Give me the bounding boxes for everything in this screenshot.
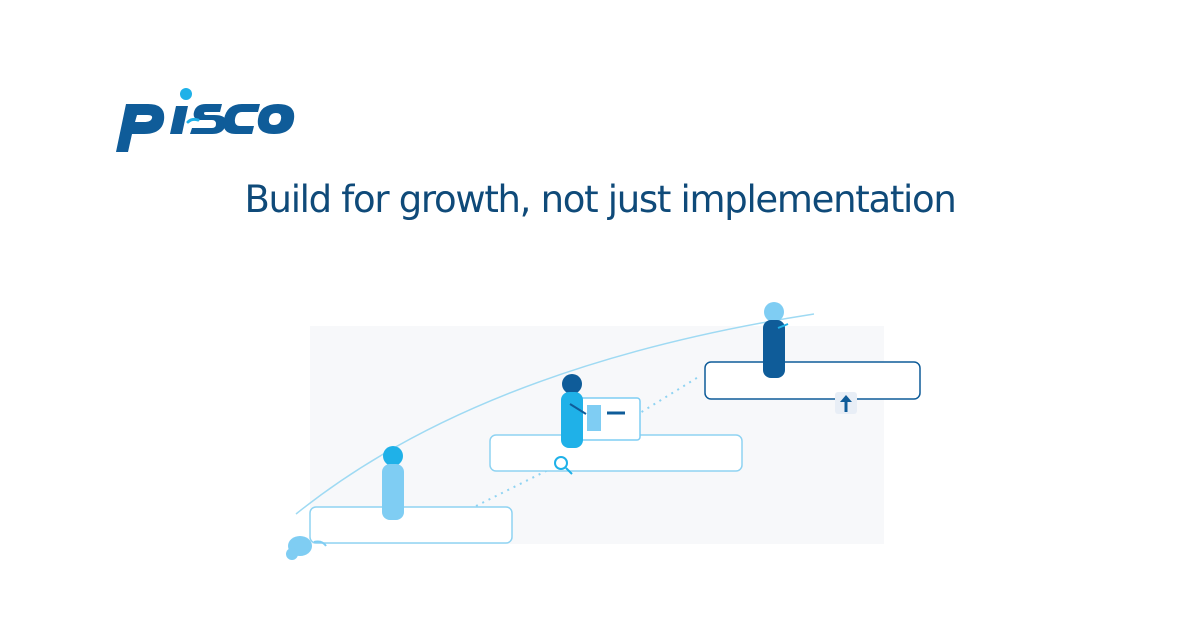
growth-steps-graphic (286, 302, 921, 560)
pisco-logo-icon (116, 88, 295, 152)
search-icon (554, 456, 573, 475)
document-icon (579, 397, 641, 441)
growth-arc (295, 313, 815, 515)
person-icon (382, 446, 404, 520)
hand-icon (286, 536, 327, 560)
person-icon (561, 374, 587, 448)
brand-logo (108, 82, 298, 158)
person-icon (763, 302, 789, 378)
headline: Build for growth, not just implementatio… (244, 178, 956, 221)
growth-illustration (280, 296, 940, 572)
dotted-path-2 (569, 375, 701, 457)
step-platform-3 (704, 361, 921, 400)
step-platform-1 (309, 506, 513, 544)
arrow-up-icon (835, 392, 857, 414)
